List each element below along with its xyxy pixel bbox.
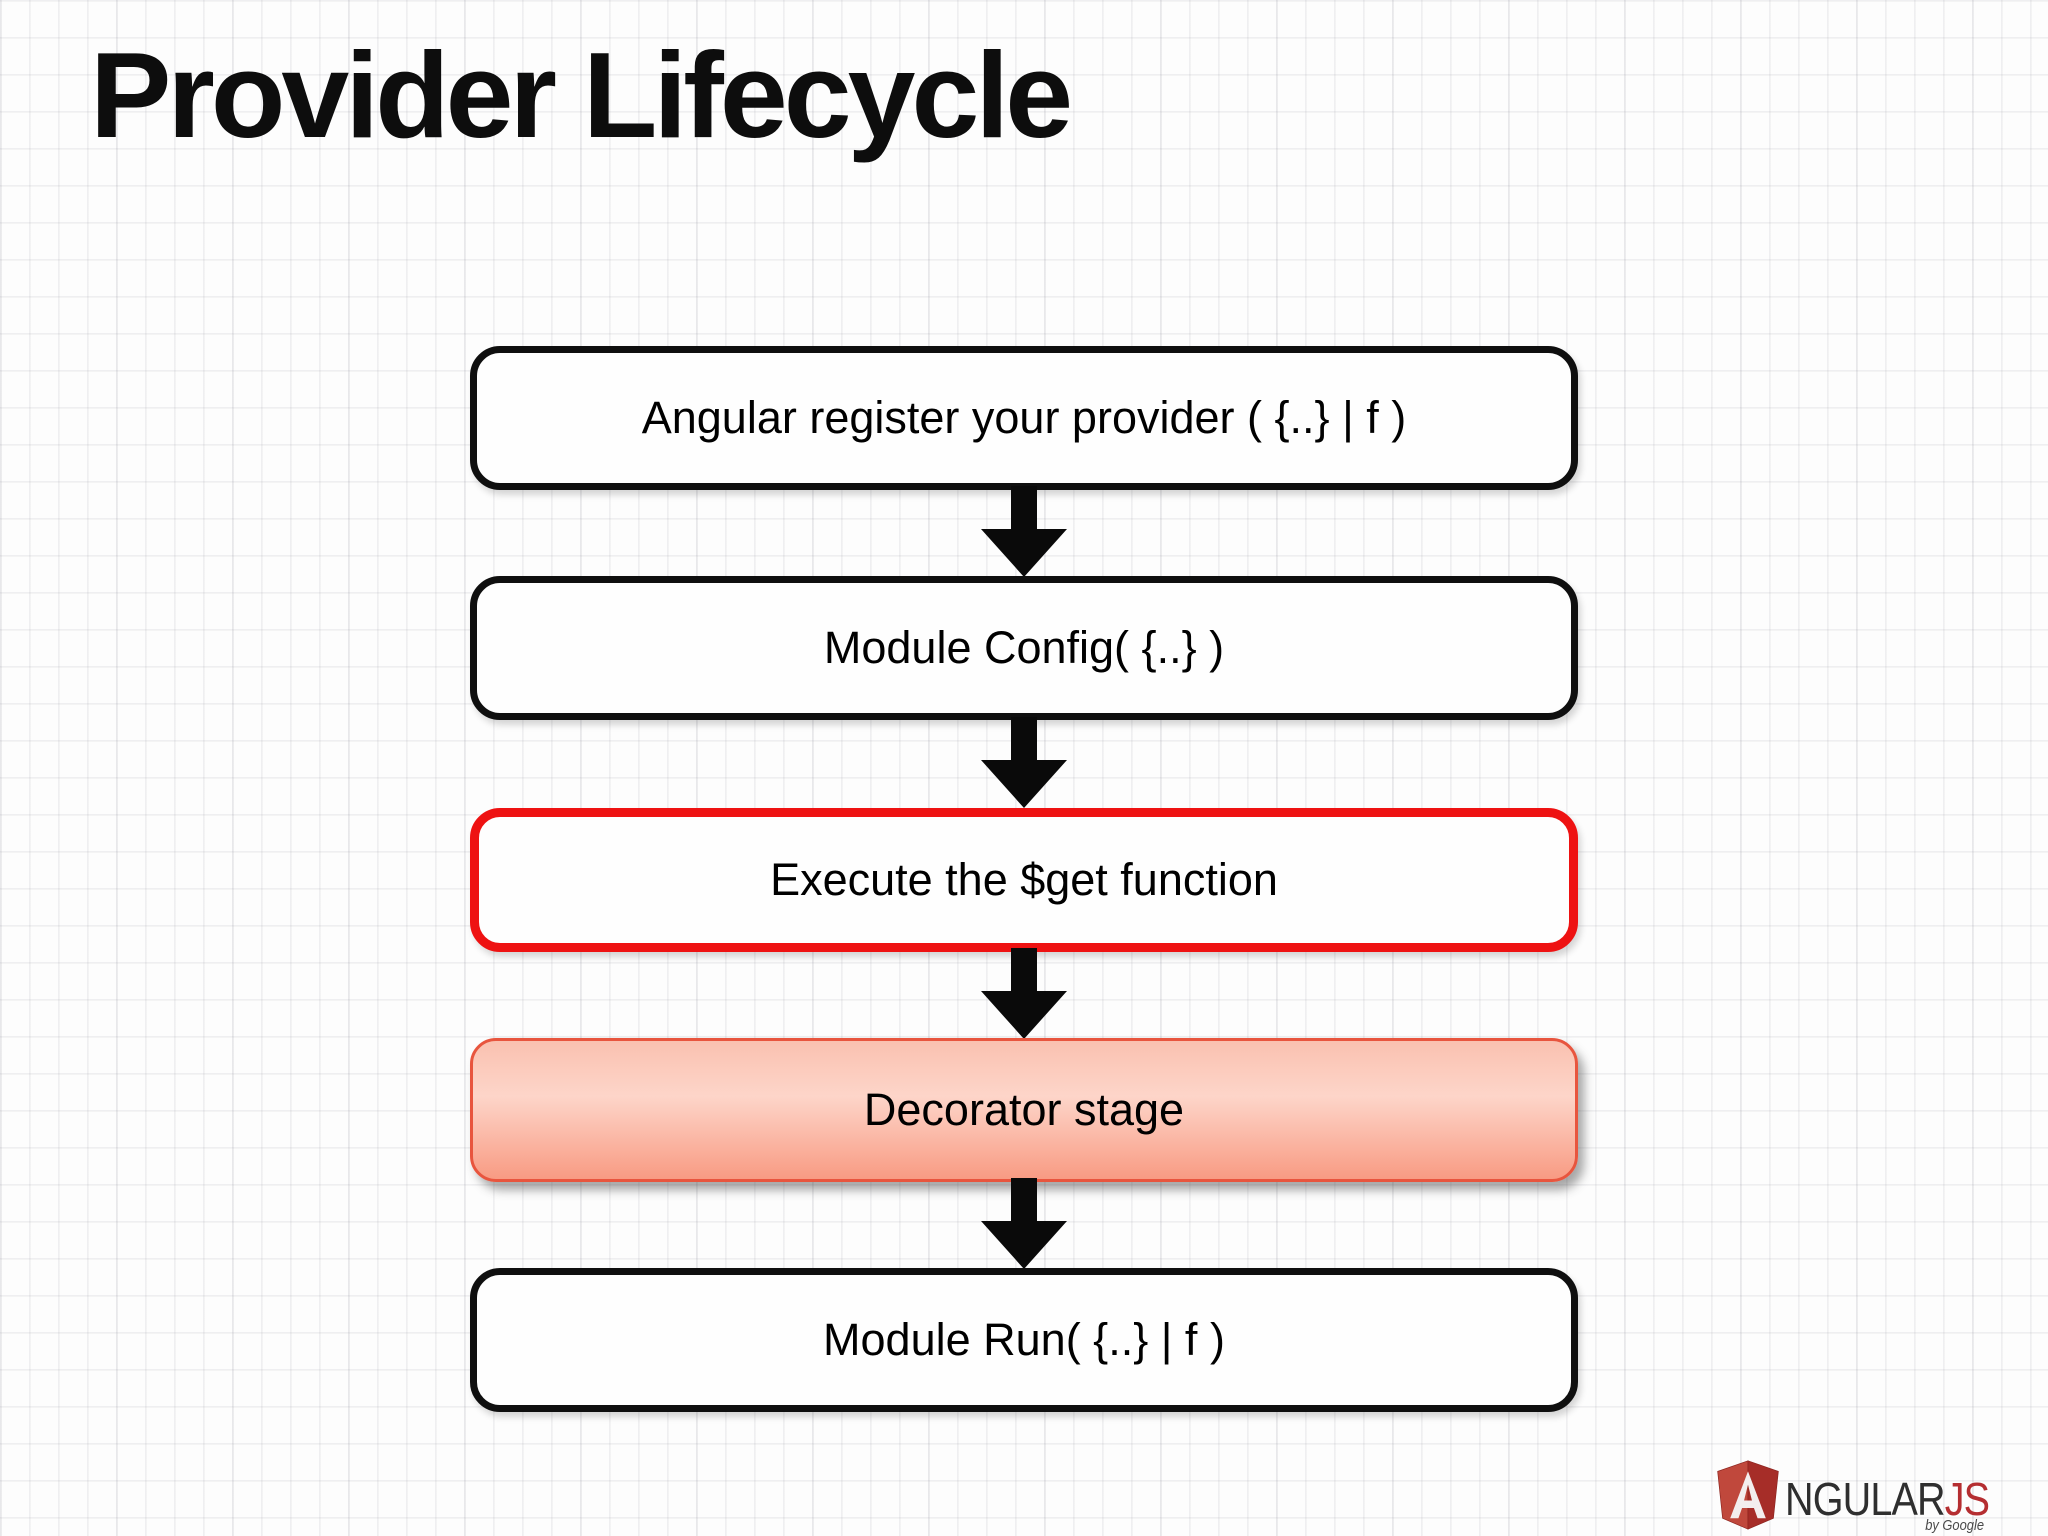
arrow-shaft <box>1011 486 1037 531</box>
down-arrow-icon <box>981 1178 1067 1269</box>
flow-step-module-run: Module Run( {..} | f ) <box>470 1268 1578 1412</box>
down-arrow-icon <box>981 486 1067 577</box>
arrow-head <box>981 1221 1067 1269</box>
wordmark-js: JS <box>1944 1473 1989 1526</box>
arrow-head <box>981 760 1067 808</box>
flow-step-label: Execute the $get function <box>770 854 1278 905</box>
down-arrow-icon <box>981 717 1067 808</box>
angular-shield-icon <box>1716 1460 1779 1530</box>
logo-byline: by Google <box>1924 1517 1984 1534</box>
flow-step-module-config: Module Config( {..} ) <box>470 576 1578 720</box>
flow-step-label: Module Run( {..} | f ) <box>823 1314 1225 1365</box>
angularjs-wordmark: NGULARJS by Google <box>1785 1476 1990 1534</box>
flow-step-decorator-stage: Decorator stage <box>470 1038 1578 1182</box>
flow-step-register-provider: Angular register your provider ( {..} | … <box>470 346 1578 490</box>
flow-step-label: Angular register your provider ( {..} | … <box>641 392 1407 443</box>
angularjs-logo: NGULARJS by Google <box>1715 1458 2022 1534</box>
lifecycle-flowchart: Angular register your provider ( {..} | … <box>470 346 1578 1412</box>
down-arrow-icon <box>981 948 1067 1039</box>
arrow-shaft <box>1011 1178 1037 1223</box>
flow-step-label: Decorator stage <box>863 1084 1185 1135</box>
wordmark-ngular: NGULAR <box>1784 1473 1946 1526</box>
arrow-head <box>981 991 1067 1039</box>
flow-step-label: Module Config( {..} ) <box>823 622 1225 673</box>
arrow-shaft <box>1011 717 1037 762</box>
arrow-head <box>981 529 1067 577</box>
page-title: Provider Lifecycle <box>90 27 1073 163</box>
arrow-shaft <box>1011 948 1037 993</box>
flow-step-execute-get: Execute the $get function <box>470 808 1578 952</box>
